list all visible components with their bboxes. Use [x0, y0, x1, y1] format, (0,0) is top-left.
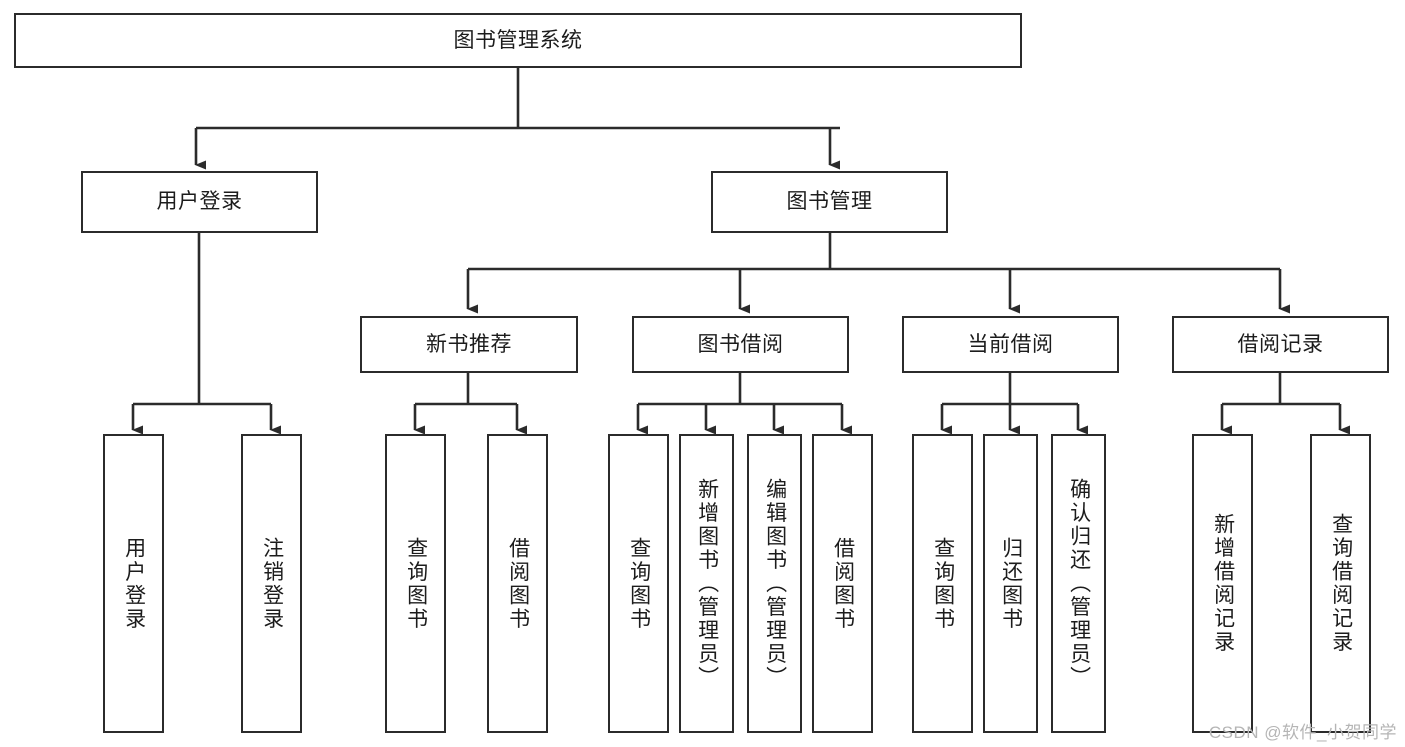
node-leaf-query-book-current-label: 查询图书: [931, 536, 955, 631]
node-leaf-borrow-book-recommend-label: 借阅图书: [506, 536, 530, 631]
node-leaf-confirm-return-admin[interactable]: 确认归还（管理员）: [1051, 434, 1106, 733]
node-leaf-query-book-borrow-label: 查询图书: [627, 536, 651, 631]
node-root-label: 图书管理系统: [453, 28, 583, 52]
node-leaf-return-book-label: 归还图书: [999, 536, 1023, 631]
node-leaf-user-login[interactable]: 用户登录: [103, 434, 164, 733]
node-leaf-logout[interactable]: 注销登录: [241, 434, 302, 733]
node-leaf-query-book-current[interactable]: 查询图书: [912, 434, 973, 733]
node-leaf-user-login-label: 用户登录: [122, 536, 146, 631]
node-leaf-borrow-book-recommend[interactable]: 借阅图书: [487, 434, 548, 733]
node-user-login[interactable]: 用户登录: [81, 171, 318, 233]
node-book-management[interactable]: 图书管理: [711, 171, 948, 233]
node-leaf-query-book-borrow[interactable]: 查询图书: [608, 434, 669, 733]
node-borrow-record[interactable]: 借阅记录: [1172, 316, 1389, 373]
node-current-borrow-label: 当前借阅: [967, 332, 1054, 356]
node-leaf-return-book[interactable]: 归还图书: [983, 434, 1038, 733]
node-new-book-recommend-label: 新书推荐: [426, 332, 512, 356]
node-leaf-add-book-admin[interactable]: 新增图书（管理员）: [679, 434, 734, 733]
node-borrow-record-label: 借阅记录: [1237, 332, 1324, 356]
node-leaf-edit-book-admin-label: 编辑图书（管理员）: [763, 477, 787, 690]
watermark-text: CSDN @软件_小贺同学: [1208, 723, 1397, 742]
node-leaf-query-borrow-record[interactable]: 查询借阅记录: [1310, 434, 1371, 733]
node-leaf-query-book-recommend[interactable]: 查询图书: [385, 434, 446, 733]
node-leaf-query-borrow-record-label: 查询借阅记录: [1329, 513, 1353, 654]
node-leaf-confirm-return-admin-label: 确认归还（管理员）: [1067, 477, 1091, 690]
node-leaf-add-borrow-record[interactable]: 新增借阅记录: [1192, 434, 1253, 733]
node-root[interactable]: 图书管理系统: [14, 13, 1022, 68]
node-leaf-add-borrow-record-label: 新增借阅记录: [1211, 513, 1235, 654]
node-leaf-edit-book-admin[interactable]: 编辑图书（管理员）: [747, 434, 802, 733]
node-new-book-recommend[interactable]: 新书推荐: [360, 316, 578, 373]
node-leaf-add-book-admin-label: 新增图书（管理员）: [695, 477, 719, 690]
node-user-login-label: 用户登录: [156, 190, 243, 214]
node-book-management-label: 图书管理: [786, 190, 873, 214]
node-leaf-borrow-book[interactable]: 借阅图书: [812, 434, 873, 733]
node-book-borrow[interactable]: 图书借阅: [632, 316, 849, 373]
node-leaf-query-book-recommend-label: 查询图书: [404, 536, 428, 631]
node-current-borrow[interactable]: 当前借阅: [902, 316, 1119, 373]
node-book-borrow-label: 图书借阅: [697, 332, 784, 356]
node-leaf-logout-label: 注销登录: [260, 536, 284, 631]
node-leaf-borrow-book-label: 借阅图书: [831, 536, 855, 631]
